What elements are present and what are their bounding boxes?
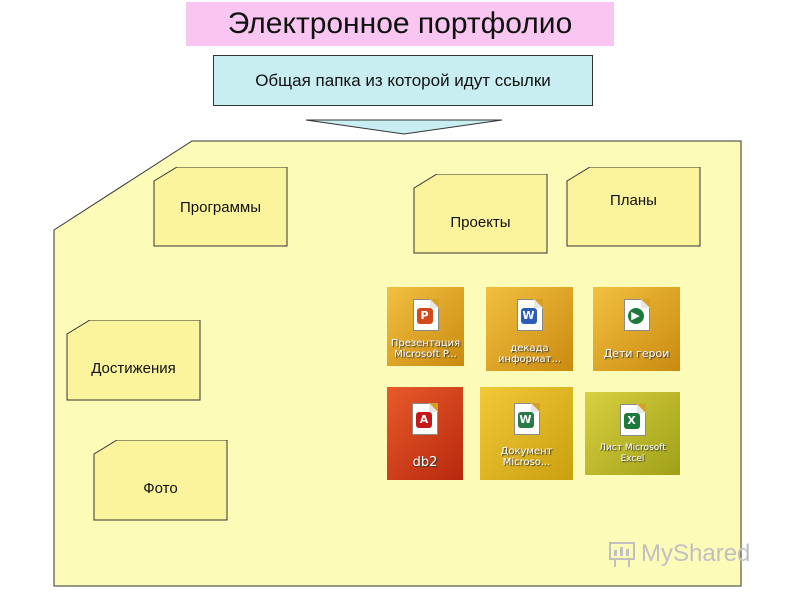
shared-folder-box: Общая папка из которой идут ссылки	[213, 55, 593, 106]
folder-achievements[interactable]: Достижения	[66, 320, 201, 401]
folder-plans[interactable]: Планы	[566, 167, 701, 247]
excel-icon: X	[619, 404, 646, 436]
file-tile-excel[interactable]: X Лист Microsoft Excel	[585, 392, 680, 475]
down-arrow	[305, 119, 503, 135]
folder-label: Фото	[143, 480, 178, 497]
file-label: декада информат...	[497, 343, 562, 365]
folder-photo[interactable]: Фото	[93, 440, 228, 521]
folder-programs[interactable]: Программы	[153, 167, 288, 247]
file-label: db2	[412, 455, 438, 470]
file-tile-db2[interactable]: A db2	[387, 387, 463, 480]
file-tile-presentation[interactable]: P Презентация Microsoft P...	[387, 287, 464, 366]
folder-label: Проекты	[450, 213, 511, 231]
word-icon: W	[516, 299, 543, 331]
watermark-text: MyShared	[641, 540, 751, 567]
powerpoint-icon: P	[412, 299, 439, 331]
presentation-board-icon	[609, 542, 635, 567]
watermark-logo: MyShared	[607, 537, 750, 571]
page-title: Электронное портфолио	[186, 2, 614, 46]
file-tile-dekada[interactable]: W декада информат...	[486, 287, 573, 371]
file-label: Документ Microso...	[500, 446, 553, 468]
word-icon: W	[513, 403, 540, 435]
file-label: Дети герои	[603, 347, 670, 360]
file-tile-document[interactable]: W Документ Microso...	[480, 387, 573, 480]
pdf-icon: A	[412, 403, 438, 435]
folder-projects[interactable]: Проекты	[413, 174, 548, 254]
folder-label: Планы	[610, 191, 657, 209]
file-tile-deti-geroi[interactable]: ▶ Дети герои	[593, 287, 680, 371]
file-label: Презентация Microsoft P...	[390, 338, 461, 360]
folder-label: Программы	[179, 198, 262, 216]
folder-label: Достижения	[91, 360, 176, 377]
file-label: Лист Microsoft Excel	[599, 443, 666, 464]
media-player-icon: ▶	[623, 299, 650, 331]
